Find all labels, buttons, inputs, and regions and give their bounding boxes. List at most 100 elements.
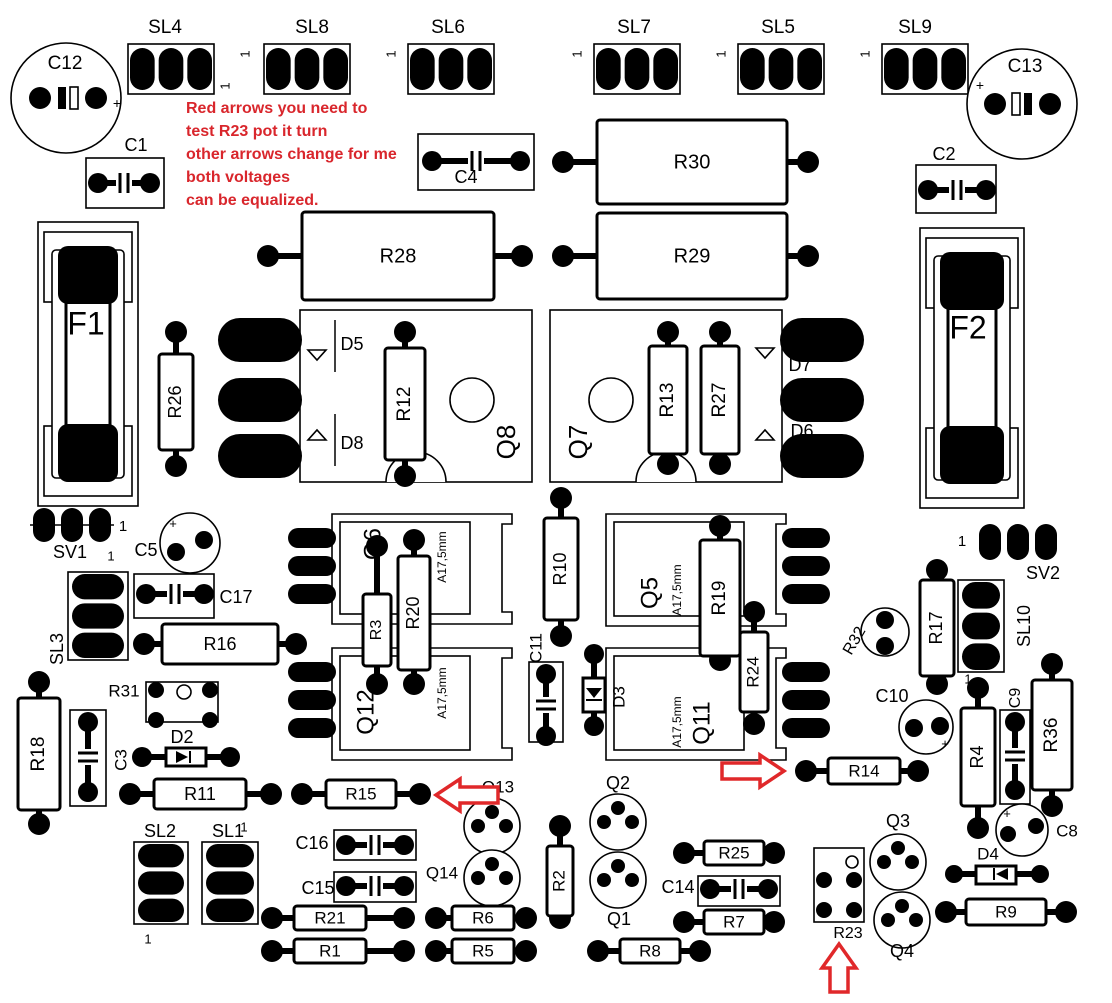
label-a17-q11: A17,5mm bbox=[670, 696, 684, 747]
red-arrow-r23 bbox=[818, 940, 860, 994]
label-sl5: SL5 bbox=[761, 17, 795, 38]
label-r10: R10 bbox=[550, 552, 570, 585]
label-c12: C12 bbox=[48, 53, 83, 74]
label-sl1: SL1 bbox=[212, 821, 244, 841]
label-c11: C11 bbox=[526, 633, 545, 663]
label-c8: C8 bbox=[1056, 821, 1078, 840]
label-pin1: 1 bbox=[240, 819, 247, 834]
label-pin1: 1 bbox=[237, 50, 252, 57]
capacitor-c4: C4 bbox=[417, 133, 535, 191]
label-q14: Q14 bbox=[426, 863, 458, 882]
transistor-q1: Q1 bbox=[589, 851, 647, 929]
label-r11: R11 bbox=[184, 784, 216, 804]
label-a17-q12: A17,5mm bbox=[435, 667, 449, 718]
label-d8: D8 bbox=[340, 433, 363, 453]
fuse-f2: F2 bbox=[919, 227, 1025, 509]
label-r13: R13 bbox=[657, 383, 678, 418]
transistor-q14: Q14 bbox=[426, 849, 521, 907]
resistor-r36: R36 bbox=[1030, 653, 1074, 817]
trimmer-r23: R23 bbox=[813, 847, 865, 942]
label-r25: R25 bbox=[718, 843, 749, 862]
capacitor-c15: C15 bbox=[301, 871, 417, 903]
label-r8: R8 bbox=[639, 941, 661, 960]
capacitor-c17: C17 bbox=[133, 573, 253, 619]
label-d6: D6 bbox=[790, 421, 813, 441]
label-d5: D5 bbox=[340, 334, 363, 354]
label-c16: C16 bbox=[295, 833, 328, 853]
capacitor-c16: C16 bbox=[295, 829, 417, 861]
annotation-line: Red arrows you need to bbox=[186, 100, 368, 117]
label-q5: Q5 bbox=[636, 577, 663, 609]
polarity-plus: + bbox=[113, 95, 121, 111]
connector-sl5: SL5 bbox=[737, 17, 825, 95]
diode-d2: D2 bbox=[132, 727, 240, 768]
label-sv1: SV1 bbox=[53, 542, 87, 562]
capacitor-c8: C8+ bbox=[995, 803, 1078, 857]
label-r6: R6 bbox=[472, 908, 494, 927]
label-sl7: SL7 bbox=[617, 17, 651, 38]
connector-sl8: SL8 bbox=[263, 17, 351, 95]
label-sl9: SL9 bbox=[898, 17, 932, 38]
label-pin1: 1 bbox=[569, 50, 584, 57]
label-r15: R15 bbox=[345, 784, 376, 803]
resistor-r7: R7 bbox=[673, 908, 785, 936]
pin1-marker-top-4: 1 bbox=[713, 50, 728, 57]
label-r24: R24 bbox=[743, 656, 762, 687]
resistor-r25: R25 bbox=[673, 839, 785, 867]
capacitor-c3: C3 bbox=[69, 709, 130, 807]
resistor-r13: R13 bbox=[647, 321, 689, 475]
label-c10: C10 bbox=[875, 686, 908, 706]
label-pin1: 1 bbox=[383, 50, 398, 57]
resistor-r2: R2 bbox=[545, 815, 575, 929]
label-r19: R19 bbox=[709, 581, 730, 616]
label-r20: R20 bbox=[403, 596, 423, 629]
resistor-r14: R14 bbox=[795, 756, 929, 786]
label-pin1: 1 bbox=[144, 931, 151, 946]
diode-d3: D3 bbox=[581, 644, 628, 736]
red-arrow-r14 bbox=[720, 751, 788, 791]
capacitor-c10: C10+ bbox=[875, 686, 954, 755]
transistor-q3: Q3 bbox=[869, 811, 927, 891]
pin1-marker-top-5: 1 bbox=[857, 50, 872, 57]
red-arrow-r15 bbox=[432, 775, 500, 815]
label-r23: R23 bbox=[833, 925, 862, 942]
resistor-r17: R17 bbox=[918, 559, 956, 695]
label-c5: C5 bbox=[134, 540, 157, 560]
label-f2: F2 bbox=[949, 309, 986, 345]
label-r12: R12 bbox=[394, 387, 415, 422]
label-c13: C13 bbox=[1008, 56, 1043, 77]
resistor-r15: R15 bbox=[291, 778, 431, 810]
label-r29: R29 bbox=[674, 245, 711, 267]
connector-sl2: SL2 bbox=[133, 821, 189, 925]
fuse-f1: F1 bbox=[37, 221, 139, 507]
connector-sl6: SL6 bbox=[407, 17, 495, 95]
resistor-r4: R4 bbox=[959, 677, 997, 839]
resistor-r11: R11 bbox=[119, 777, 282, 811]
label-r26: R26 bbox=[165, 385, 185, 418]
label-sv2: SV2 bbox=[1026, 563, 1060, 583]
label-sl6: SL6 bbox=[431, 17, 465, 38]
label-pin1: 1 bbox=[217, 82, 232, 89]
resistor-r32: R32 bbox=[840, 607, 910, 658]
label-q2: Q2 bbox=[606, 773, 630, 793]
label-pin1: 1 bbox=[857, 50, 872, 57]
resistor-r12: R12 bbox=[383, 321, 427, 487]
label-r30: R30 bbox=[674, 151, 711, 173]
label-pin1: 1 bbox=[119, 518, 127, 535]
label-f1: F1 bbox=[67, 305, 104, 341]
resistor-r26: R26 bbox=[157, 321, 195, 477]
label-q11: Q11 bbox=[688, 701, 715, 745]
label-pin1: 1 bbox=[964, 671, 971, 686]
label-c9: C9 bbox=[1007, 688, 1024, 709]
label-c2: C2 bbox=[932, 144, 955, 164]
resistor-r20: R20 bbox=[396, 529, 432, 695]
label-c14: C14 bbox=[661, 877, 694, 897]
connector-sl7: SL7 bbox=[593, 17, 681, 95]
annotation-line: other arrows change for me bbox=[186, 146, 397, 163]
pin1-marker-top-3: 1 bbox=[569, 50, 584, 57]
